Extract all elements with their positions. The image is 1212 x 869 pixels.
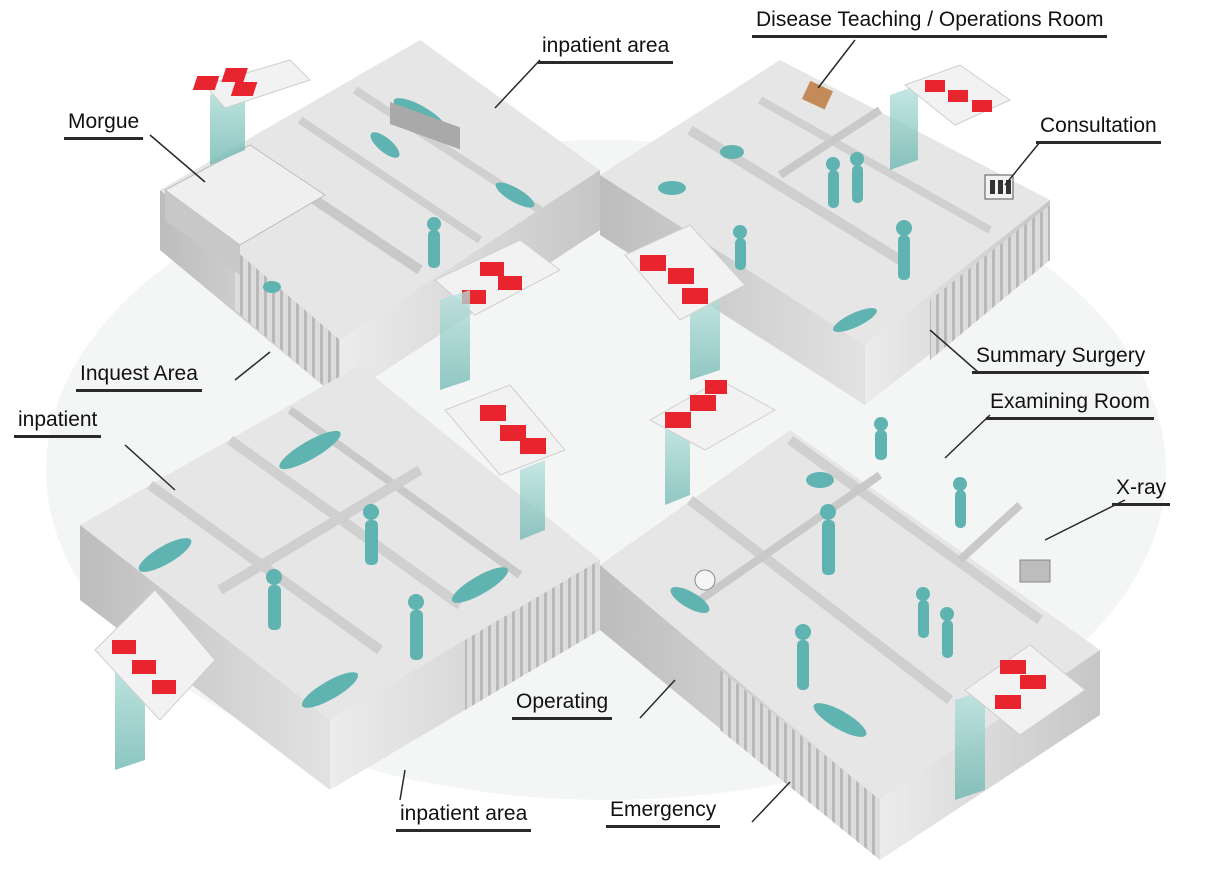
roof-ne (903, 64, 1012, 126)
label-emergency: Emergency (606, 798, 721, 828)
roof-nw (192, 59, 311, 109)
label-inpatient-area-top: inpatient area (538, 34, 674, 64)
leader-lines (124, 39, 1126, 823)
label-morgue: Morgue (64, 110, 144, 140)
label-inquest-area: Inquest Area (76, 362, 202, 392)
north-west-wing (160, 40, 600, 400)
leader-emergency (751, 781, 791, 823)
label-operating: Operating (512, 690, 613, 720)
south-west-wing (80, 365, 600, 790)
leader-inquest-area (234, 351, 271, 381)
leader-examining-room (944, 414, 991, 459)
leader-consultation (1004, 141, 1041, 186)
leader-morgue (149, 134, 206, 183)
label-consultation: Consultation (1036, 114, 1161, 144)
label-x-ray: X-ray (1112, 476, 1171, 506)
roof-se (964, 644, 1086, 736)
leader-inpatient-area-bottom (399, 769, 406, 801)
roof-sw-inner (444, 384, 566, 476)
label-summary-surgery: Summary Surgery (972, 344, 1150, 374)
leader-x-ray (1044, 499, 1126, 541)
leader-operating (639, 679, 676, 719)
leader-inpatient (124, 444, 176, 491)
leader-inpatient-area-top (494, 59, 541, 109)
leader-disease-teaching (817, 39, 856, 89)
label-inpatient-area-bottom: inpatient area (396, 802, 532, 832)
leader-summary-surgery (929, 329, 979, 373)
roof-sw (94, 589, 216, 721)
roof-se-inner (648, 379, 777, 451)
south-east-wing (600, 379, 1100, 860)
label-disease-teaching: Disease Teaching / Operations Room (752, 8, 1108, 38)
north-east-wing (600, 60, 1050, 405)
label-inpatient: inpatient (14, 408, 102, 438)
roof-ne-inner (624, 224, 746, 321)
label-examining-room: Examining Room (986, 390, 1154, 420)
